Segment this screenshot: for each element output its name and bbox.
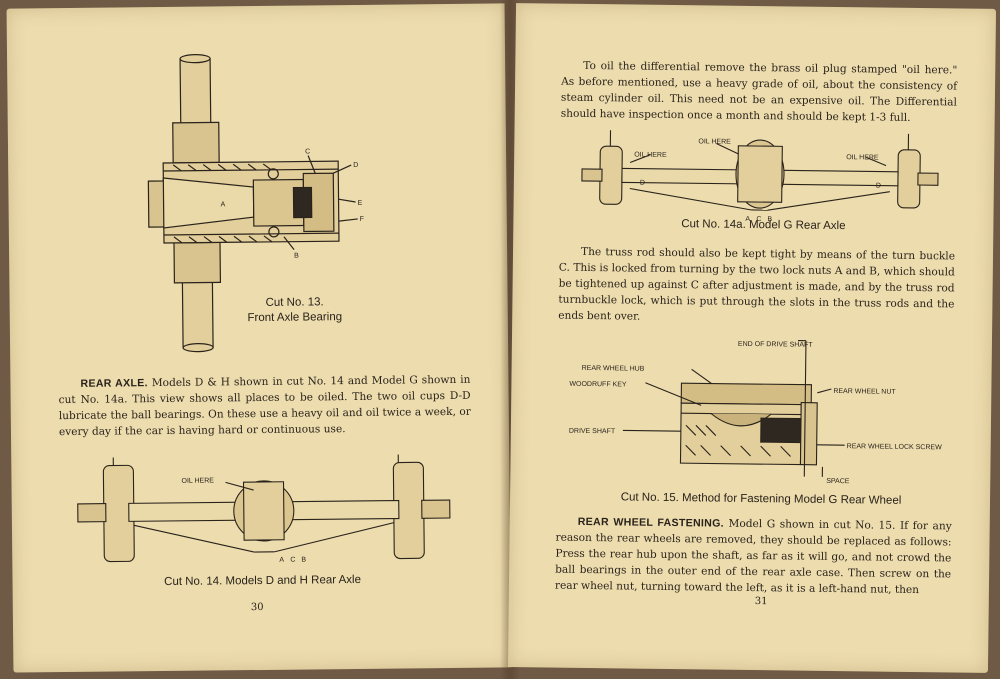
label-c: C — [305, 148, 310, 155]
front-axle-bearing-drawing: A B C D E F — [147, 54, 364, 353]
fig2-label-a: A — [279, 557, 284, 564]
figure1-caption-line1: Cut No. 13. — [265, 296, 324, 309]
fig2-label-b: B — [301, 557, 306, 564]
label-a: A — [221, 201, 226, 208]
truss-rod-paragraph: The truss rod should also be kept tight … — [558, 245, 956, 323]
rear-wheel-fastening-paragraph: REAR WHEEL FASTENING. Model G shown in c… — [555, 514, 952, 599]
lock-screw-label: REAR WHEEL LOCK SCREW — [847, 443, 943, 451]
figure2-caption: Cut No. 14. Models D and H Rear Axle — [164, 573, 362, 589]
label-b: B — [294, 253, 299, 260]
fig3-oil-label-center: OIL HERE — [698, 138, 731, 145]
label-d: D — [353, 162, 358, 169]
figure1-caption: Cut No. 13. Front Axle Bearing — [225, 295, 365, 326]
space-label: SPACE — [826, 478, 850, 485]
end-drive-shaft-label: END OF DRIVE SHAFT — [738, 341, 813, 349]
rear-wheel-fastening-body: Model G shown in cut No. 15. If for any … — [554, 517, 952, 597]
label-f: F — [360, 216, 364, 223]
fig3-label-d-left: D — [640, 180, 645, 187]
page-number-right: 31 — [754, 596, 768, 608]
fig3-label-c: C — [756, 216, 761, 223]
rear-wheel-hub-label: REAR WHEEL HUB — [582, 365, 645, 373]
rear-axle-paragraph: REAR AXLE. Models D & H shown in cut No.… — [58, 372, 471, 440]
oil-differential-paragraph: To oil the differential remove the brass… — [560, 59, 958, 124]
right-page: To oil the differential remove the brass… — [507, 3, 997, 673]
figure4-caption: Cut No. 15. Method for Fastening Model G… — [620, 491, 902, 507]
rear-wheel-fastening-drawing: END OF DRIVE SHAFT REAR WHEEL HUB WOODRU… — [569, 340, 943, 485]
figure3-caption: Cut No. 14a. Model G Rear Axle — [681, 218, 846, 233]
label-e: E — [358, 200, 363, 207]
rear-wheel-nut-label: REAR WHEEL NUT — [833, 388, 896, 396]
rear-wheel-fastening-heading: REAR WHEEL FASTENING. — [577, 515, 725, 530]
rear-axle-dh-drawing: OIL HERE A C B — [77, 454, 451, 564]
fig3-oil-label-right: OIL HERE — [846, 154, 879, 161]
drive-shaft-label: DRIVE SHAFT — [569, 428, 616, 436]
fig2-label-c: C — [290, 557, 295, 564]
fig3-label-b: B — [767, 216, 772, 223]
fig3-label-a: A — [745, 216, 750, 223]
woodruff-key-label: WOODRUFF KEY — [569, 381, 627, 389]
model-g-rear-axle-drawing: OIL HERE OIL HERE OIL HERE D D A C B — [581, 130, 939, 223]
fig3-oil-label-left: OIL HERE — [634, 152, 667, 159]
rear-axle-heading: REAR AXLE. — [80, 377, 148, 390]
fig3-label-d-right: D — [876, 183, 881, 190]
left-page: A B C D E F Cut No. 13. Front Axle Beari… — [6, 3, 512, 673]
oil-here-label: OIL HERE — [181, 477, 214, 484]
figure1-caption-line2: Front Axle Bearing — [247, 311, 343, 325]
page-number-left: 30 — [250, 601, 264, 614]
